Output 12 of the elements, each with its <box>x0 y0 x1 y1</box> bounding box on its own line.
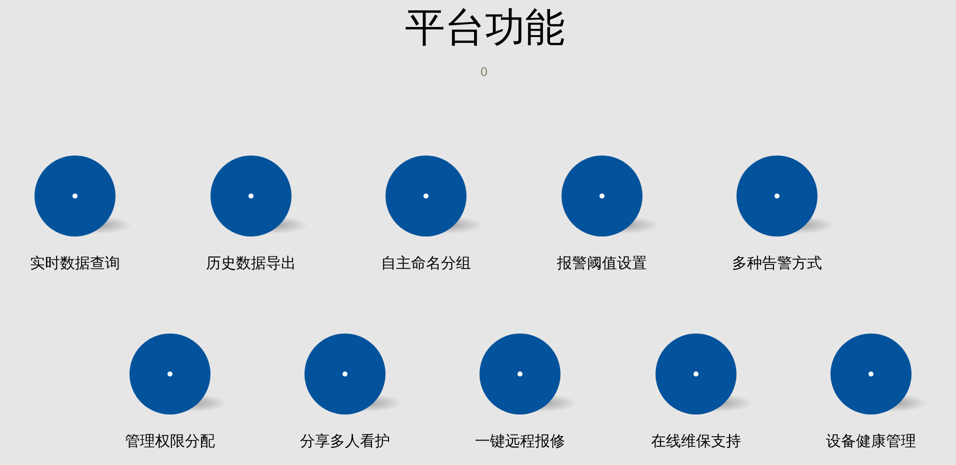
faint-label: 0 <box>479 64 489 80</box>
feature-label: 自主命名分组 <box>380 253 472 273</box>
feature-label: 多种告警方式 <box>731 253 823 273</box>
feature-label: 分享多人看护 <box>299 431 391 451</box>
feature-label: 一键远程报修 <box>474 431 566 451</box>
feature-label: 报警阈值设置 <box>556 253 648 273</box>
feature-label: 实时数据查询 <box>29 253 121 273</box>
feature-label: 管理权限分配 <box>124 431 216 451</box>
feature-label: 设备健康管理 <box>825 431 917 451</box>
title: 平台功能 <box>404 4 566 52</box>
feature-label: 历史数据导出 <box>205 253 297 273</box>
feature-label: 在线维保支持 <box>650 431 742 451</box>
